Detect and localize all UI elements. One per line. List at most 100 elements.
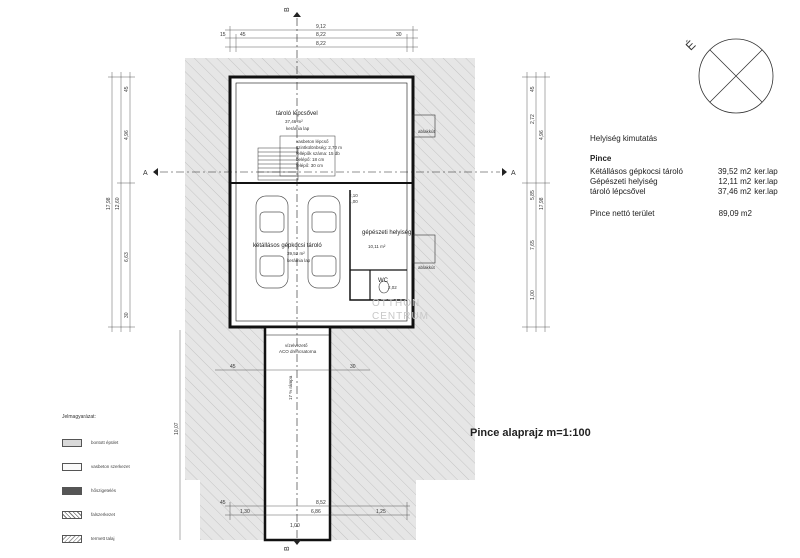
plan-title: Pince alaprajz m=1:100 [470, 427, 591, 439]
dim-right-b: 4,96 [539, 130, 545, 140]
schedule-room-area: 12,11 m2 [718, 177, 752, 186]
schedule-row: tároló lépcsővel 37,46 m2 ker.lap [590, 187, 790, 197]
ramp-note-1: vízelvezető [285, 343, 308, 348]
dim-right-c: 5,85 [530, 190, 536, 200]
wc-fixture [378, 280, 390, 294]
dim-right-f: 45 [530, 86, 536, 92]
schedule-total-value: 89,09 m2 [718, 209, 752, 218]
legend-title: Jelmagyarázat: [62, 414, 96, 420]
stair-room-name: tároló lépcsővel [276, 111, 318, 117]
stair-note-4: belépő: 18 cm [296, 157, 325, 162]
window-note-1: ablakkút [418, 129, 436, 134]
dim-bottom-c: 45 [220, 500, 226, 506]
legend-swatch-white [62, 462, 82, 471]
section-b-top: B [284, 7, 291, 12]
dim-right-d: 7,65 [530, 240, 536, 250]
door-dim-2: 1,00 [349, 199, 358, 204]
schedule-room-area: 37,46 m2 [717, 187, 752, 196]
legend-item: falszerkezet [62, 510, 130, 519]
watermark-line-1: OTTHON [372, 298, 421, 309]
dim-bottom-b: 1,25 [376, 509, 386, 515]
dim-bottom-a: 1,30 [240, 509, 250, 515]
schedule-total: Pince nettó terület 89,09 m2 [590, 209, 790, 218]
dimension-right [522, 72, 550, 332]
stair-note-5: felépő: 30 cm [296, 163, 323, 168]
legend-swatch-gray [62, 438, 82, 447]
legend-label: hőszigetelés [91, 488, 117, 493]
dim-ramp-width-a: 45 [230, 364, 236, 370]
stair-room-area: 37,46 m² [285, 119, 303, 124]
section-a-right: A [511, 170, 516, 177]
legend-swatch-hatch2 [62, 534, 82, 543]
dim-left-a: 12,60 [115, 197, 121, 210]
north-arrow [698, 38, 774, 114]
dim-right-e: 1,00 [530, 290, 536, 300]
stair-room-floor: kerámia lap [286, 126, 310, 131]
dim-ramp-length: 10,07 [174, 422, 180, 435]
wc-room-name: WC [378, 278, 389, 284]
section-lines [160, 18, 500, 540]
schedule-room-floor: ker.lap [754, 187, 778, 196]
legend-swatch-hatch [62, 510, 82, 519]
legend-label: vasbeton szerkezet [91, 464, 130, 469]
legend: Jelmagyarázat: bontott épület vasbeton s… [62, 414, 130, 558]
legend-item: vasbeton szerkezet [62, 462, 130, 471]
dimension-ramp [179, 330, 410, 540]
schedule-room-name: Gépészeti helyiség [590, 177, 658, 186]
dim-left-b: 4,96 [124, 130, 130, 140]
schedule-room-floor: ker.lap [754, 167, 778, 176]
legend-label: bontott épület [91, 440, 119, 445]
dim-bottom-overall: 8,52 [316, 500, 326, 506]
dim-top-inner2: 8,22 [316, 41, 326, 47]
legend-label: falszerkezet [91, 512, 116, 517]
schedule-row: Gépészeti helyiség 12,11 m2 ker.lap [590, 177, 790, 187]
dim-left-e: 45 [124, 86, 130, 92]
dim-top-b: 30 [396, 32, 402, 38]
schedule-row: Kétállásos gépkocsi tároló 39,52 m2 ker.… [590, 167, 790, 177]
stair-note-2: szintkülönbség: 2,70 m [296, 145, 342, 150]
car-left [255, 195, 289, 289]
schedule-room-area: 39,52 m2 [717, 167, 752, 176]
mech-room-area: 10,11 m² [368, 244, 386, 249]
schedule-room-name: tároló lépcsővel [590, 187, 646, 196]
section-markers: A A B B [143, 7, 516, 551]
section-a-left: A [143, 170, 148, 177]
dim-left-total: 17,98 [106, 197, 112, 210]
legend-item: bontott épület [62, 438, 130, 447]
dim-right-a: 2,72 [530, 114, 536, 124]
room-schedule: Helyiség kimutatás Pince Kétállásos gépk… [590, 134, 790, 218]
car-right [307, 195, 341, 289]
watermark: OTTHON CENTRUM [372, 297, 429, 323]
door-dim-1: 2,10 [349, 193, 358, 198]
legend-item: hőszigetelés [62, 486, 130, 495]
watermark-line-2: CENTRUM [372, 311, 429, 322]
ramp-note-2: ACO dréncsatorna [279, 349, 317, 354]
section-b-bottom: B [284, 546, 291, 551]
schedule-total-label: Pince nettó terület [590, 209, 655, 218]
ramp-slope: 17 % rámpa [288, 375, 293, 400]
dim-top-a: 45 [240, 32, 246, 38]
garage-room-area: 39,52 m² [287, 251, 305, 256]
stair-note-3: fellépők száma: 15 db [296, 151, 340, 156]
dim-top-inner: 8,22 [316, 32, 326, 38]
dimension-left [108, 72, 135, 332]
legend-label: termett talaj [91, 536, 115, 541]
dim-bottom-inner: 6,86 [311, 509, 321, 515]
dim-ramp-width-b: 30 [350, 364, 356, 370]
garage-room-name: kétállásos gépkocsi tároló [253, 243, 322, 249]
stair-note-1: vasbeton lépcső [296, 139, 329, 144]
wc-room-area: 2,02 [388, 285, 397, 290]
mech-room-name: gépészeti helyiség [362, 230, 411, 236]
legend-item: termett talaj [62, 534, 130, 543]
dimension-top [225, 26, 418, 52]
schedule-title: Helyiség kimutatás [590, 134, 658, 143]
schedule-section: Pince [590, 154, 612, 163]
dim-top-overall: 9,12 [316, 24, 326, 30]
dim-left-c: 6,63 [124, 252, 130, 262]
dim-right-total: 17,98 [539, 197, 545, 210]
window-wells [412, 114, 436, 264]
window-note-2: ablakkút [418, 265, 436, 270]
garage-room-floor: kerámia lap [287, 258, 311, 263]
dim-top-c: 15 [220, 32, 226, 38]
